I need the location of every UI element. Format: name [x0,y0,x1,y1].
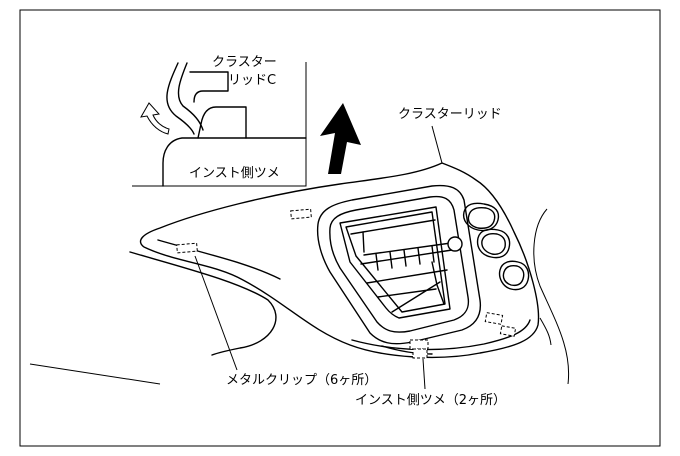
gauge-lower-line [377,288,437,298]
label-inst-claw-count: インスト側ツメ（2ヶ所） [355,393,506,408]
control-button-top [462,202,500,232]
claw-marker-2 [412,348,428,359]
gauge-window-outer [339,206,451,319]
leader-metal-clip-1 [194,255,238,371]
clip-marker-left [176,242,198,254]
gauge-right-edge [431,261,445,305]
inset-claw-tab [197,106,247,139]
gauge-scale-line-2 [363,242,452,256]
lid-left-crease [157,239,281,280]
meter-bezel-inner [329,195,470,333]
leader-metal-clip-2 [29,363,161,385]
meter-bezel-outer [316,184,482,345]
inset-detail: クラスター リッドC インスト側ツメ [132,55,307,187]
leader-inst-claw [422,358,426,390]
clip-marker-right [484,312,504,325]
removal-arrow [320,103,361,174]
claw-marker-1 [409,339,429,350]
lid-c-inner [177,62,204,131]
lid-outline [139,162,540,359]
gauge-needle-line [391,281,441,313]
control-button-middle-inner [481,232,506,255]
inset-claw-body [162,137,307,187]
gauge-left-mark [362,231,365,253]
gauge-window-inner [345,211,446,313]
label-cluster-lid-c-1: クラスター [212,55,277,70]
label-metal-clip: メタルクリップ（6ヶ所） [226,373,377,388]
label-inset-claw: インスト側ツメ [189,166,280,181]
gauge-knob [447,236,463,252]
control-button-bottom-inner [502,264,525,287]
lid-c-outer [166,62,195,135]
control-button-bottom [498,260,530,291]
control-button-top-inner [467,206,496,229]
clip-marker-top [290,208,312,220]
control-button-middle [476,228,511,259]
leader-cluster-lid [431,125,443,164]
gauge-scale-line [360,249,453,265]
small-curved-arrow [140,102,170,135]
gauge-ticks [375,245,435,271]
gauge-window [339,206,463,319]
label-cluster-lid-c-2: リッドC [228,73,276,88]
cluster-lid-drawing [129,162,570,385]
outer-frame [19,9,661,447]
control-buttons [462,202,530,291]
lid-lower-lip [381,345,433,355]
steering-curve-1 [533,208,570,385]
claw-marker-3 [499,325,517,337]
inset-frame [132,62,307,187]
lid-c-hook [189,71,229,103]
steering-curve-2 [539,317,552,346]
label-cluster-lid: クラスターリッド [398,107,502,122]
gauge-inner-top [350,219,436,235]
